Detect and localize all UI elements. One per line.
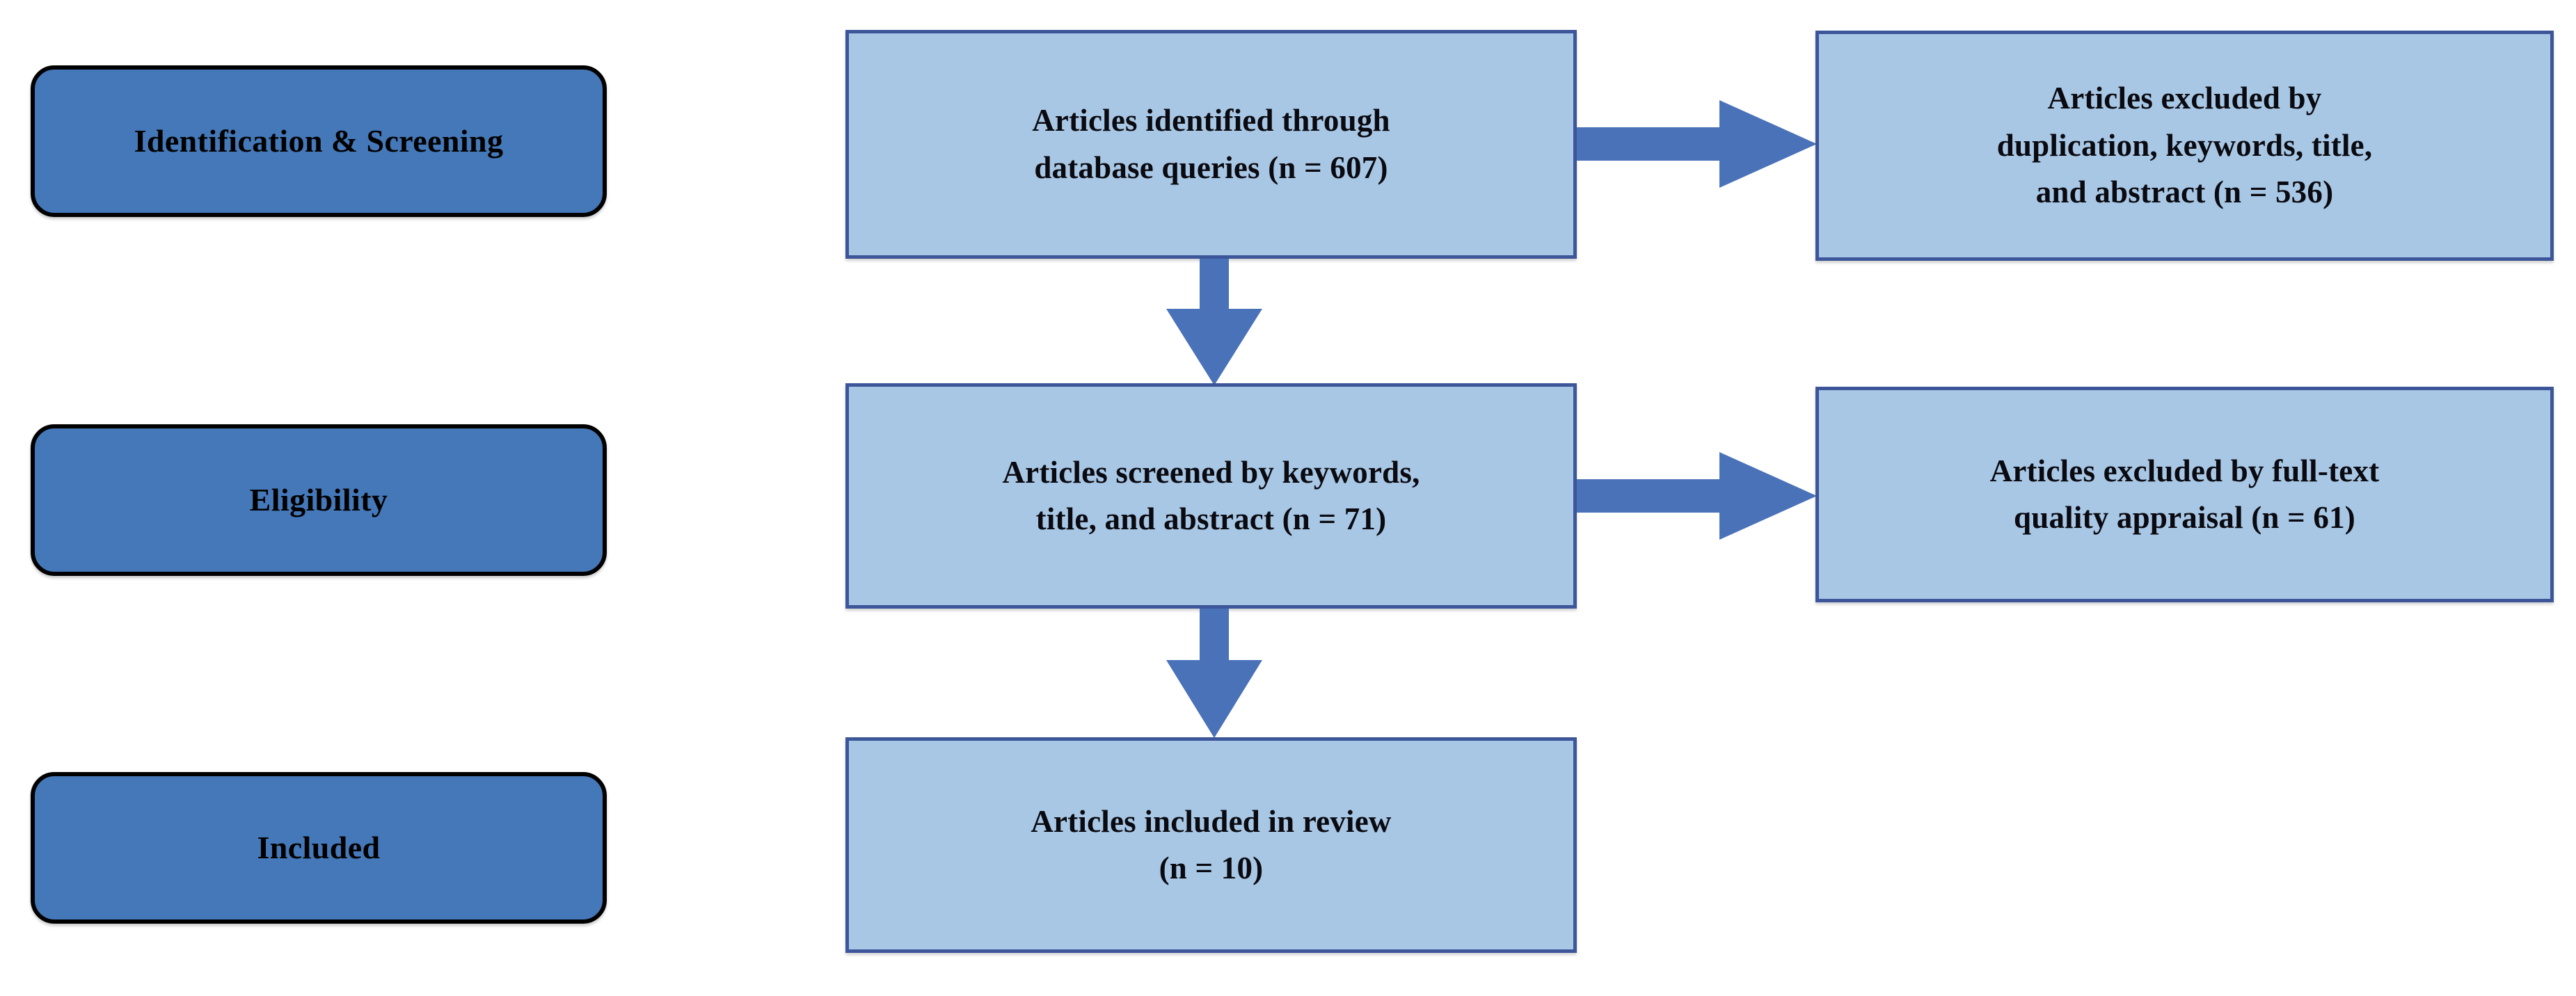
stage-label-identification-screening: Identification & Screening — [31, 65, 607, 217]
flow-box-line: quality appraisal (n = 61) — [2014, 500, 2355, 535]
arrow-identified-to-screened — [1166, 259, 1262, 385]
flow-box-excluded-fulltext-text: Articles excluded by full-text quality a… — [1819, 448, 2550, 542]
flow-box-articles-screened-text: Articles screened by keywords, title, an… — [849, 449, 1573, 543]
stage-label-line: Screening — [366, 122, 504, 159]
flow-box-line: and abstract (n = 536) — [2035, 175, 2334, 210]
flow-box-line: duplication, keywords, title, — [1996, 127, 2373, 163]
flow-box-articles-identified: Articles identified through database que… — [845, 30, 1577, 259]
arrow-screened-to-excluded-fulltext — [1577, 448, 1817, 544]
stage-label-included-text: Included — [244, 827, 392, 869]
flow-box-included-in-review: Articles included in review (n = 10) — [845, 737, 1577, 953]
flow-box-line: Articles included in review — [1031, 803, 1392, 839]
flow-box-excluded-duplication-text: Articles excluded by duplication, keywor… — [1819, 75, 2550, 216]
arrow-identified-to-excluded-duplication — [1577, 96, 1817, 192]
stage-label-included: Included — [31, 772, 607, 924]
stage-label-identification-screening-text: Identification & Screening — [122, 120, 516, 163]
stage-label-eligibility: Eligibility — [31, 424, 607, 576]
flow-box-line: database queries (n = 607) — [1034, 150, 1388, 185]
stage-label-line: Included — [257, 829, 381, 865]
flow-box-line: Articles excluded by — [2047, 81, 2322, 116]
flow-box-line: Articles identified through — [1032, 103, 1390, 138]
flow-box-articles-identified-text: Articles identified through database que… — [849, 97, 1573, 191]
flow-box-included-in-review-text: Articles included in review (n = 10) — [849, 798, 1573, 892]
flow-box-excluded-fulltext: Articles excluded by full-text quality a… — [1815, 387, 2554, 602]
flow-box-line: Articles screened by keywords, — [1002, 454, 1420, 490]
flow-box-line: (n = 10) — [1159, 851, 1264, 885]
flow-box-line: Articles excluded by full-text — [1989, 453, 2380, 488]
stage-label-eligibility-text: Eligibility — [237, 479, 401, 522]
arrow-screened-to-included — [1166, 609, 1262, 738]
flow-box-excluded-duplication: Articles excluded by duplication, keywor… — [1815, 31, 2554, 261]
stage-label-line: Eligibility — [249, 481, 388, 517]
stage-label-line: Identification & — [134, 122, 358, 159]
flow-box-articles-screened: Articles screened by keywords, title, an… — [845, 383, 1577, 609]
flow-box-line: title, and abstract (n = 71) — [1035, 501, 1387, 536]
